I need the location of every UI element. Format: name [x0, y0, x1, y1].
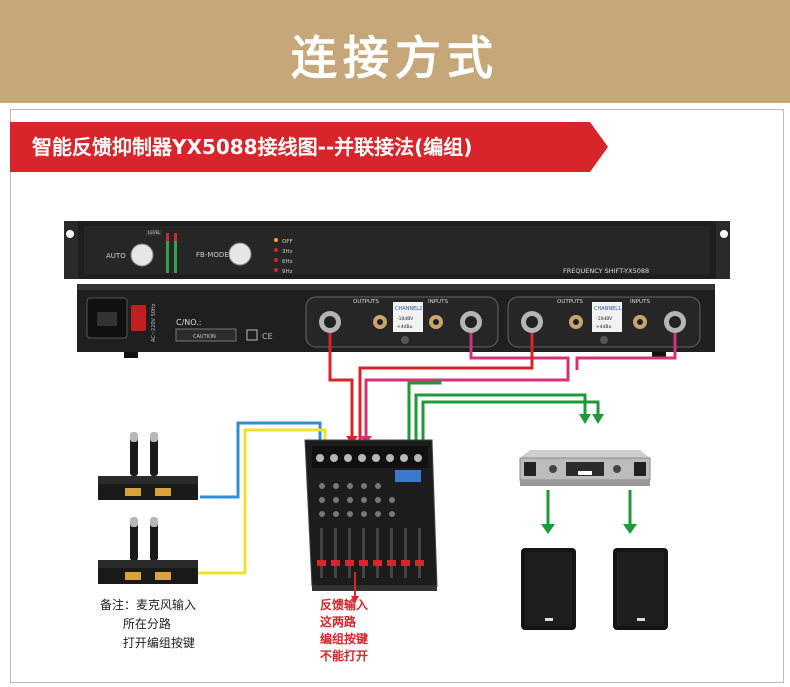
- remark-note: 备注：麦克风输入 所在分路 打开编组按键: [100, 596, 196, 653]
- ch1-level-2: +4dBu: [596, 324, 612, 330]
- diagram-subtitle: 智能反馈抑制器YX5088接线图--并联接法(编组): [10, 122, 608, 172]
- warning-note: 反馈输入 这两路 编组按键 不能打开: [320, 597, 368, 665]
- ch2-level-1: -10dBV: [397, 316, 414, 322]
- cables: [196, 333, 677, 575]
- fader-7[interactable]: [401, 560, 410, 566]
- note-line-1: 备注：麦克风输入: [100, 598, 197, 612]
- ch2-level-switch[interactable]: [401, 336, 409, 344]
- ch2-label: CHANNEL2: [395, 306, 422, 312]
- power-amplifier: [519, 450, 651, 486]
- ch1-inputs-label: INPUTS: [630, 299, 650, 305]
- ce-mark: CE: [262, 332, 273, 341]
- speaker-left: [521, 548, 576, 630]
- top-banner: 连接方式: [0, 0, 790, 103]
- ch2-outputs-label: OUTPUTS: [353, 299, 379, 305]
- fader-2[interactable]: [331, 560, 340, 566]
- cno-label: C/NO.:: [176, 318, 201, 327]
- mode-off-label: OFF: [282, 239, 293, 245]
- fader-3[interactable]: [345, 560, 354, 566]
- speaker-right: [613, 548, 668, 630]
- wireless-mic-set-2: [98, 517, 198, 584]
- ch1-outputs-label: OUTPUTS: [557, 299, 583, 305]
- caution-label: CAUTION: [193, 334, 216, 340]
- mode-9hz-label: 9Hz: [282, 269, 293, 275]
- level-label: LEVEL: [148, 230, 161, 235]
- fader-5[interactable]: [373, 560, 382, 566]
- warning-line-1: 反馈输入: [320, 598, 369, 612]
- fader-1[interactable]: [317, 560, 326, 566]
- warning-line-4: 不能打开: [320, 649, 369, 663]
- content-frame: [10, 109, 784, 683]
- ch1-label: CHANNEL1: [594, 306, 621, 312]
- mode-3hz-label: 3Hz: [282, 249, 293, 255]
- auto-knob[interactable]: [130, 243, 154, 267]
- mixer: [304, 439, 438, 591]
- fb-mode-knob[interactable]: [228, 242, 252, 266]
- front-panel: AUTO LEVEL FB-MODE OFF 3Hz 6Hz 9Hz FREQU…: [64, 221, 730, 279]
- warning-line-2: 这两路: [320, 615, 357, 629]
- level-meter-right: [174, 233, 177, 273]
- ch1-level-switch[interactable]: [600, 336, 608, 344]
- front-model-label: FREQUENCY SHIFT-YX5088: [563, 267, 649, 275]
- fader-8[interactable]: [415, 560, 424, 566]
- warning-line-3: 编组按键: [320, 632, 369, 646]
- mode-6hz-label: 6Hz: [282, 259, 293, 265]
- voltage-label: AC~220V 50Hz: [151, 303, 157, 342]
- wireless-mic-set-1: [98, 432, 198, 500]
- fb-mode-label: FB-MODE: [196, 251, 229, 259]
- ch2-level-2: +4dBu: [397, 324, 413, 330]
- ch2-inputs-label: INPUTS: [428, 299, 448, 305]
- note-line-3: 打开编组按键: [100, 636, 195, 650]
- fader-6[interactable]: [387, 560, 396, 566]
- auto-label: AUTO: [106, 252, 126, 260]
- note-line-2: 所在分路: [100, 617, 171, 631]
- rear-panel: AC~220V 50Hz C/NO.: CAUTION CE OUTPUTS C…: [77, 284, 715, 358]
- ch1-level-1: -10dBV: [596, 316, 613, 322]
- fader-4[interactable]: [359, 560, 368, 566]
- level-meter-left: [166, 233, 169, 273]
- power-switch[interactable]: [131, 305, 146, 331]
- page-title: 连接方式: [291, 31, 499, 85]
